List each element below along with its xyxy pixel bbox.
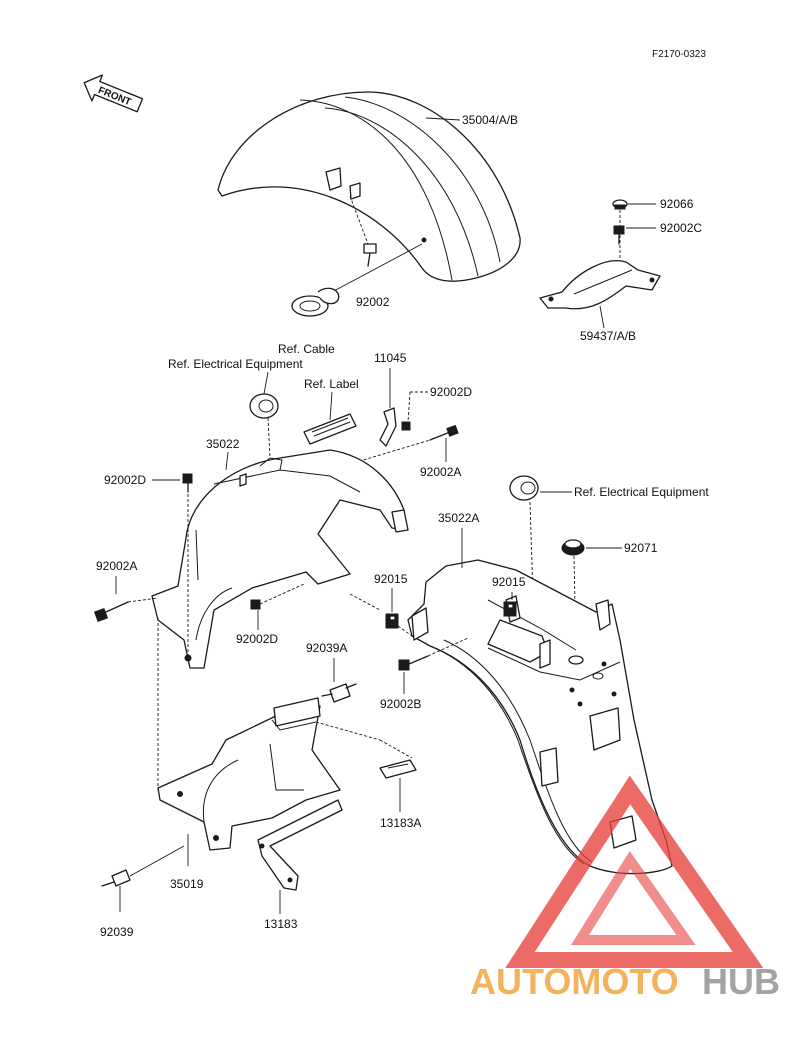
grommet-92071-part <box>561 539 585 556</box>
watermark-text-part1: AUTOMOTO <box>470 961 679 1002</box>
watermark-text-part2: HUB <box>702 961 780 1002</box>
label-stay-13183: 13183 <box>264 917 298 931</box>
label-bolt-92039a: 92039A <box>306 641 347 655</box>
bolt-92039a <box>321 683 357 703</box>
label-rear-fender-35022a: 35022A <box>438 511 479 525</box>
bolt-92002-top <box>363 243 377 267</box>
label-bolt-92002c: 92002C <box>660 221 702 235</box>
label-bolt-92002a-upper: 92002A <box>420 465 461 479</box>
bolt-92002a-left <box>93 601 129 623</box>
label-screw-92039: 92039 <box>100 925 134 939</box>
label-bolt-92002b: 92002B <box>380 697 421 711</box>
bolt-92002d-lower <box>250 599 261 610</box>
label-sticker-part <box>303 413 357 445</box>
front-label: FRONT <box>96 85 132 108</box>
screw-92039 <box>101 869 131 887</box>
watermark-logo <box>505 775 764 968</box>
label-ref-cable: Ref. Cable <box>278 342 335 356</box>
label-bolt-92002: 92002 <box>356 295 390 309</box>
bolt-92002c <box>613 225 625 245</box>
grommet-right-part <box>509 475 539 501</box>
nut-92015-right <box>503 601 517 617</box>
bracket-35019-part <box>157 697 341 851</box>
bolt-92002a-upper <box>429 424 459 441</box>
label-stay-13183a: 13183A <box>380 816 421 830</box>
label-grommet-92071: 92071 <box>624 541 658 555</box>
diagram-code: F2170-0323 <box>652 49 706 60</box>
rear-fender-35022a-part <box>407 559 673 875</box>
bolt-92002d-upper <box>401 421 411 431</box>
label-bolt-92002d-left: 92002D <box>104 473 146 487</box>
label-cover-59437: 59437/A/B <box>580 329 636 343</box>
grommet-left-part <box>249 393 279 419</box>
label-bolt-92002d-lower: 92002D <box>236 632 278 646</box>
cap-92066 <box>612 199 628 210</box>
cover-59437-part <box>539 260 661 310</box>
cable-guide-part <box>291 287 340 317</box>
label-bracket-35019: 35019 <box>170 877 204 891</box>
label-bolt-92002a-left: 92002A <box>96 559 137 573</box>
label-nut-92015-right: 92015 <box>492 575 526 589</box>
label-ref-label: Ref. Label <box>304 377 359 391</box>
nut-92015-left <box>385 613 399 629</box>
label-ref-elec-left: Ref. Electrical Equipment <box>168 357 303 371</box>
label-front-fender: 35004/A/B <box>462 113 518 127</box>
rear-flap-35022-part <box>151 449 409 669</box>
stay-13183-part <box>257 799 343 891</box>
label-cap-92066: 92066 <box>660 197 694 211</box>
front-arrow-icon: FRONT <box>83 74 144 113</box>
bolt-92002b <box>398 655 429 671</box>
label-ref-elec-right: Ref. Electrical Equipment <box>574 485 709 499</box>
label-clamp-11045: 11045 <box>374 351 407 365</box>
label-bolt-92002d-upper: 92002D <box>430 385 472 399</box>
bolt-92002d-left <box>182 473 193 493</box>
front-fender-part <box>217 91 521 282</box>
stay-13183a-part <box>379 759 417 779</box>
label-nut-92015-left: 92015 <box>374 572 408 586</box>
clamp-11045-part <box>379 407 397 447</box>
label-flap-35022: 35022 <box>206 437 240 451</box>
